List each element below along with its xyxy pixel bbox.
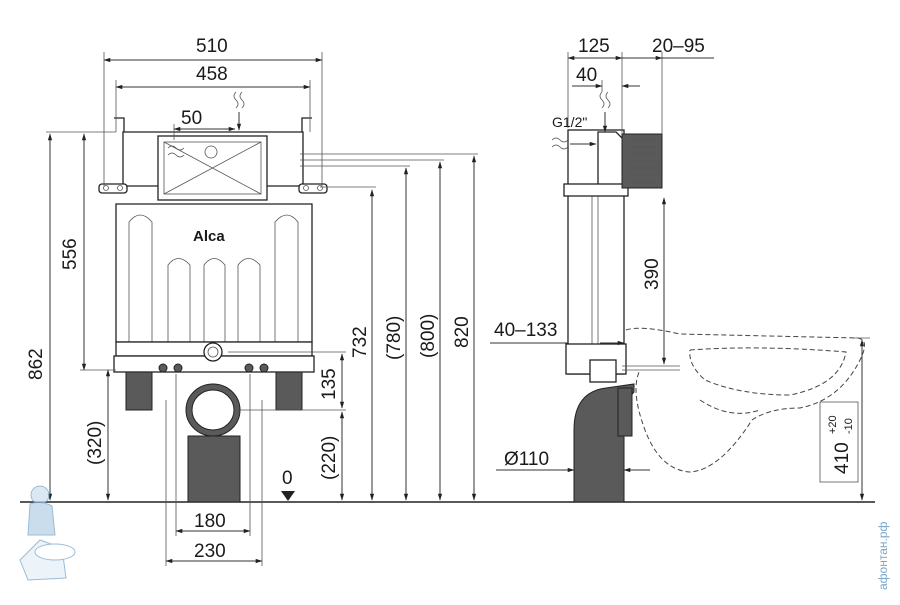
dim-862: 862: [26, 348, 47, 380]
dim-390: 390: [642, 258, 663, 290]
dim-800: (800): [418, 314, 439, 358]
dim-50: 50: [181, 108, 202, 129]
dim-220: (220): [319, 436, 340, 480]
dim-tolerance-plus: +20: [827, 415, 839, 434]
dim-40: 40: [576, 65, 597, 86]
dim-180: 180: [194, 511, 226, 532]
brand-logo: Alca: [193, 228, 225, 245]
dim-510: 510: [196, 36, 228, 57]
dim-732: 732: [350, 326, 371, 358]
watermark-text: афонтан.рф: [876, 521, 890, 590]
dim-230: 230: [194, 541, 226, 562]
inlet-label: G1/2": [552, 114, 587, 130]
side-dimensions: 125 40 20–95 G1/2" 390 40–133 Ø110 410 +…: [490, 36, 870, 501]
front-view: Alca: [98, 91, 328, 503]
zero-level-marker: [281, 491, 295, 501]
dim-20-95: 20–95: [652, 36, 705, 57]
dim-tolerance-minus: -10: [843, 418, 855, 434]
zero-label: 0: [282, 468, 293, 489]
dim-bowl-height: 410: [832, 442, 853, 474]
dim-458: 458: [196, 64, 228, 85]
side-view: [551, 91, 865, 503]
dim-125: 125: [578, 36, 610, 57]
dim-135: 135: [319, 368, 340, 400]
watermark-plumber-logo: [19, 485, 76, 581]
dim-40-133: 40–133: [494, 320, 557, 341]
dim-320: (320): [85, 421, 106, 465]
dim-820: 820: [452, 316, 473, 348]
front-dimensions: 510 458 50 862 556 (320) 732 (780) (800)…: [26, 36, 478, 566]
dim-780: (780): [384, 316, 405, 360]
dim-pipe-diameter: Ø110: [504, 449, 549, 470]
dim-556: 556: [60, 238, 81, 270]
